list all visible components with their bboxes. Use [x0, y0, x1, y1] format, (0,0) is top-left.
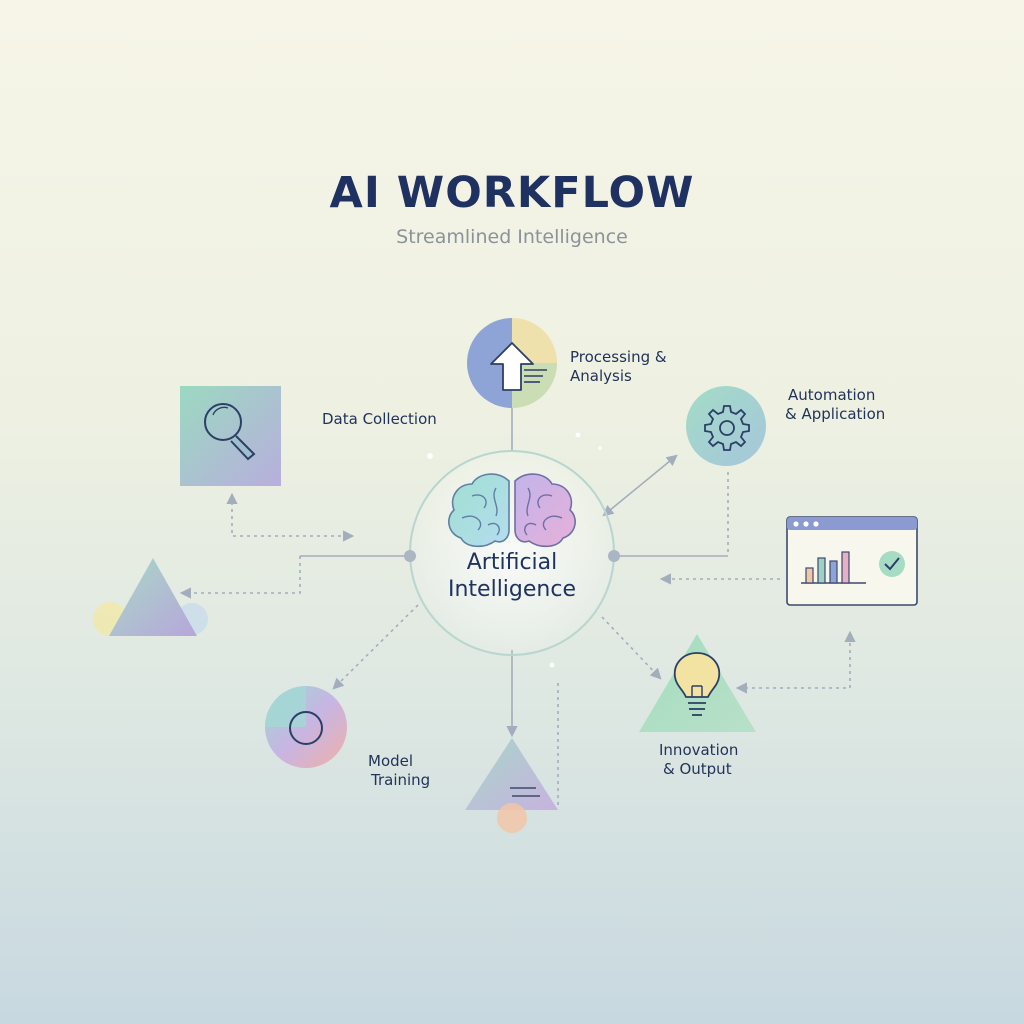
- model-training-label: Model Training: [368, 752, 430, 790]
- model-training-node[interactable]: [265, 686, 347, 768]
- automation-label: Automation & Application: [785, 386, 886, 424]
- ring-icon: [289, 711, 323, 745]
- left-triangle-node[interactable]: [93, 558, 208, 636]
- connectors: [179, 408, 856, 806]
- processing-label-line2: Analysis: [570, 367, 632, 385]
- page-title: AI WORKFLOW: [329, 168, 695, 218]
- brain-icon: [448, 473, 576, 548]
- page-subtitle: Streamlined Intelligence: [396, 226, 628, 248]
- connector-automation-arrow: [602, 454, 678, 517]
- innovation-node[interactable]: [639, 634, 756, 732]
- processing-label: Processing & Analysis: [570, 348, 667, 386]
- center-label-line2: Intelligence: [447, 577, 576, 602]
- center-hub: [404, 450, 620, 656]
- connector-triangle-left: [179, 556, 301, 599]
- innovation-label-line1: Innovation: [659, 741, 739, 759]
- model-training-label-line1: Model: [368, 752, 414, 770]
- dashboard-chart-icon: [801, 551, 866, 584]
- automation-label-line1: Automation: [788, 386, 876, 404]
- processing-node[interactable]: [467, 318, 557, 408]
- upload-arrow-icon: [490, 342, 534, 391]
- bottom-triangle-node[interactable]: [465, 738, 558, 833]
- connector-innovation: [601, 616, 662, 680]
- automation-node[interactable]: [686, 386, 766, 466]
- data-collection-node[interactable]: [180, 386, 281, 486]
- connector-model-training: [332, 604, 419, 690]
- connector-innovation-dashboard: [735, 630, 856, 694]
- processing-label-line1: Processing &: [570, 348, 667, 366]
- check-icon: [879, 551, 905, 577]
- connector-data-collection: [226, 492, 355, 542]
- innovation-label: Innovation & Output: [659, 741, 738, 779]
- model-training-label-line2: Training: [371, 771, 431, 789]
- innovation-label-line2: & Output: [663, 760, 732, 778]
- magnifier-icon: [204, 403, 256, 461]
- lightbulb-icon: [673, 652, 721, 716]
- data-collection-label-line1: Data Collection: [322, 410, 437, 428]
- data-collection-label: Data Collection: [322, 410, 437, 429]
- dashboard-node[interactable]: [786, 516, 918, 606]
- center-label-line1: Artificial: [466, 550, 558, 575]
- gear-icon: [704, 405, 750, 451]
- automation-label-line2: & Application: [785, 405, 886, 423]
- center-label: Artificial Intelligence: [412, 549, 612, 603]
- sparkles: [427, 432, 602, 668]
